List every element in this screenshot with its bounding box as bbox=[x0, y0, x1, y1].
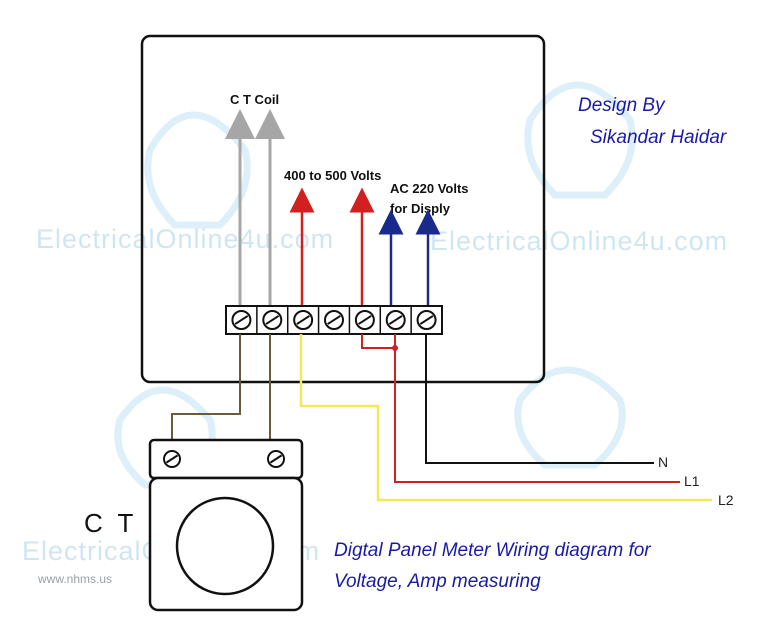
credit-line1: Design By bbox=[578, 95, 666, 116]
panel-terminal-screw-3 bbox=[293, 310, 314, 330]
ct-core-hole bbox=[175, 496, 275, 596]
panel-terminal-screw-5 bbox=[354, 310, 375, 330]
panel-terminal-screw-7 bbox=[416, 310, 437, 330]
current-transformer bbox=[148, 438, 304, 612]
panel-terminal-screw-4 bbox=[324, 310, 344, 330]
ct-secondary-wire-1 bbox=[171, 334, 241, 452]
l2-label: L2 bbox=[718, 492, 734, 508]
panel-terminal-screw-2 bbox=[262, 310, 283, 330]
l1-wire bbox=[394, 334, 680, 483]
panel-terminal-block bbox=[225, 305, 443, 335]
caption-line1: Digtal Panel Meter Wiring diagram for bbox=[334, 540, 651, 561]
l1-bridge-wire bbox=[361, 334, 395, 349]
site-url: www.nhms.us bbox=[37, 572, 112, 586]
caption-line2: Voltage, Amp measuring bbox=[334, 571, 541, 592]
voltage-400-500-label: 400 to 500 Volts bbox=[284, 168, 381, 183]
bulb-watermark-icons bbox=[114, 81, 636, 489]
credit-line2: Sikandar Haidar bbox=[590, 127, 727, 148]
n-label: N bbox=[658, 454, 668, 470]
l2-wire bbox=[299, 334, 712, 502]
ct-terminal-screw-2 bbox=[267, 450, 285, 468]
watermark-right: ElectricalOnline4u.com bbox=[430, 226, 728, 256]
ct-label: C T bbox=[84, 508, 137, 538]
panel-terminal-screw-1 bbox=[231, 310, 252, 330]
panel-terminal-screw-6 bbox=[385, 310, 406, 330]
ac-220-label-line1: AC 220 Volts bbox=[390, 181, 469, 196]
ct-terminal-screw-1 bbox=[163, 450, 181, 468]
l1-junction-dot bbox=[392, 345, 398, 351]
ac-220-label-line2: for Disply bbox=[390, 201, 451, 216]
l1-label: L1 bbox=[684, 473, 700, 489]
ct-coil-label: C T Coil bbox=[230, 92, 279, 107]
n-wire bbox=[425, 334, 654, 464]
watermark-left: ElectricalOnline4u.com bbox=[36, 224, 334, 254]
panel-meter-box bbox=[140, 34, 546, 384]
